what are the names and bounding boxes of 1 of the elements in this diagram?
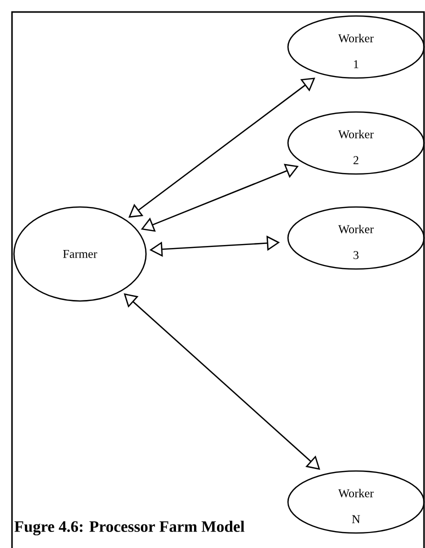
caption: Fugre 4.6: Processor Farm Model	[14, 520, 244, 536]
